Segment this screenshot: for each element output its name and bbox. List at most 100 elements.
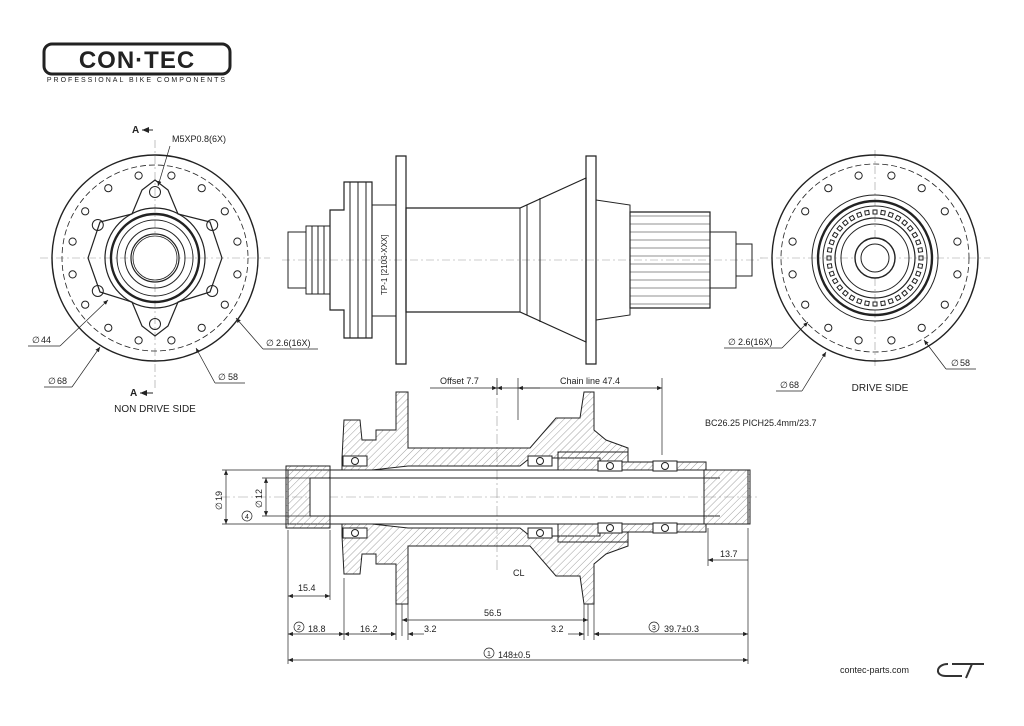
- dim-d44: 44: [41, 335, 51, 345]
- non-drive-caption: NON DRIVE SIDE: [114, 404, 196, 415]
- ratchet-tooth: [906, 224, 914, 232]
- ratchet-tooth: [887, 211, 894, 219]
- ratchet-tooth: [880, 209, 886, 216]
- drive-dim-d68: 68: [789, 380, 799, 390]
- ratchet-tooth: [914, 239, 922, 246]
- ratchet-tooth: [911, 277, 919, 285]
- spoke-hole: [167, 171, 176, 180]
- ratchet-tooth: [848, 294, 856, 302]
- spoke-hole: [134, 336, 143, 345]
- spoke-hole: [953, 237, 962, 246]
- website-url: contec-parts.com: [840, 665, 909, 675]
- callout-4: 4: [245, 514, 249, 521]
- rotor-bolt-hole: [149, 318, 161, 330]
- dim-13-7: 13.7: [720, 549, 738, 559]
- ratchet-tooth: [887, 297, 894, 305]
- spoke-hole: [81, 207, 90, 216]
- spoke-hole-label: 2.6(16X): [276, 338, 311, 348]
- spoke-hole: [887, 336, 896, 345]
- ratchet-tooth: [901, 289, 909, 297]
- spoke-hole: [134, 171, 143, 180]
- diameter-symbol-44: ∅: [32, 335, 40, 345]
- freehub-spec-label: BC26.25 PICH25.4mm/23.7: [705, 418, 817, 428]
- rotor-bolt-hole: [206, 285, 219, 297]
- ratchet-tooth: [911, 231, 919, 239]
- spoke-hole: [801, 300, 810, 309]
- spoke-hole: [824, 184, 833, 193]
- ratchet-tooth: [831, 231, 839, 239]
- diameter-symbol-drive-68: ∅: [780, 380, 788, 390]
- centerline-label: CL: [513, 568, 525, 578]
- dim-39-7: 39.7±0.3: [664, 624, 699, 634]
- callout-2: 2: [297, 625, 301, 632]
- section-mark-top: A: [132, 125, 139, 136]
- ratchet-tooth: [841, 289, 849, 297]
- bearing-ball: [351, 457, 359, 465]
- spoke-hole: [220, 300, 229, 309]
- dim-15-4: 15.4: [298, 583, 316, 593]
- ratchet-tooth: [826, 255, 832, 261]
- disc-mount-flange: [87, 179, 223, 337]
- freehub-body-lower: [557, 523, 707, 543]
- section-dimensions: [222, 378, 749, 664]
- logo-text: CON·TEC: [79, 47, 195, 74]
- dim-18-8: 18.8: [308, 624, 326, 634]
- freehub-body-upper: [557, 451, 707, 471]
- dim-16-2: 16.2: [360, 624, 378, 634]
- dim-d19: 19: [214, 491, 224, 501]
- rotor-bolt-hole: [149, 186, 161, 198]
- callout-1: 1: [487, 651, 491, 658]
- ratchet-tooth: [872, 301, 878, 307]
- spoke-hole: [788, 270, 797, 279]
- rotor-bolt-hole: [206, 219, 219, 231]
- drive-caption: DRIVE SIDE: [852, 383, 909, 394]
- rotor-bolt-hole: [91, 219, 104, 231]
- spoke-hole: [197, 323, 206, 332]
- hub-cross-section: [220, 380, 760, 605]
- spoke-hole: [854, 336, 863, 345]
- bearing-ball: [351, 529, 359, 537]
- bearing-ball: [661, 524, 669, 532]
- diameter-symbol-19: ∅: [214, 502, 224, 510]
- bearing-ball: [536, 457, 544, 465]
- spoke-hole: [917, 184, 926, 193]
- ratchet-tooth: [864, 209, 870, 216]
- spoke-hole: [801, 207, 810, 216]
- dim-d68: 68: [57, 376, 67, 386]
- non-drive-side-view: [40, 140, 270, 390]
- hub-engraving: TP-1 [2103-XXX]: [380, 235, 389, 295]
- drive-side-view: [760, 150, 990, 368]
- dim-d12: 12: [254, 489, 264, 499]
- spoke-hole: [788, 237, 797, 246]
- diameter-symbol-drive-58: ∅: [951, 358, 959, 368]
- ratchet-tooth: [917, 263, 924, 269]
- ratchet-tooth: [841, 219, 849, 227]
- dim-56-5: 56.5: [484, 608, 502, 618]
- ratchet-tooth: [831, 277, 839, 285]
- spoke-hole: [104, 323, 113, 332]
- ratchet-tooth: [880, 300, 886, 307]
- bearing-ball: [661, 462, 669, 470]
- drive-spoke-hole-label: 2.6(16X): [738, 337, 773, 347]
- ratchet-tooth: [856, 297, 863, 305]
- section-labels: Offset 7.7 Chain line 47.4 BC26.25 PICH2…: [214, 376, 817, 660]
- footer: contec-parts.com: [840, 663, 984, 679]
- ratchet-tooth: [856, 211, 863, 219]
- diameter-symbol-58: ∅: [218, 372, 226, 382]
- spoke-hole: [104, 184, 113, 193]
- rotor-bolt-hole: [91, 285, 104, 297]
- ratchet-tooth: [848, 214, 856, 222]
- diameter-symbol-spoke: ∅: [266, 338, 274, 348]
- thread-label: M5XP0.8(6X): [172, 134, 226, 144]
- spoke-hole: [233, 237, 242, 246]
- ratchet-tooth: [826, 263, 833, 269]
- non-drive-annotations: A M5XP0.8(6X) ∅ 44 ∅ 68 ∅ 58 ∅ 2.6(16X) …: [28, 125, 318, 415]
- spoke-hole: [953, 270, 962, 279]
- logo-tagline: PROFESSIONAL BIKE COMPONENTS: [47, 77, 227, 84]
- spoke-hole: [940, 207, 949, 216]
- spoke-hole: [68, 270, 77, 279]
- offset-label: Offset 7.7: [440, 376, 479, 386]
- bearing-ball: [606, 462, 614, 470]
- chain-line-label: Chain line 47.4: [560, 376, 620, 386]
